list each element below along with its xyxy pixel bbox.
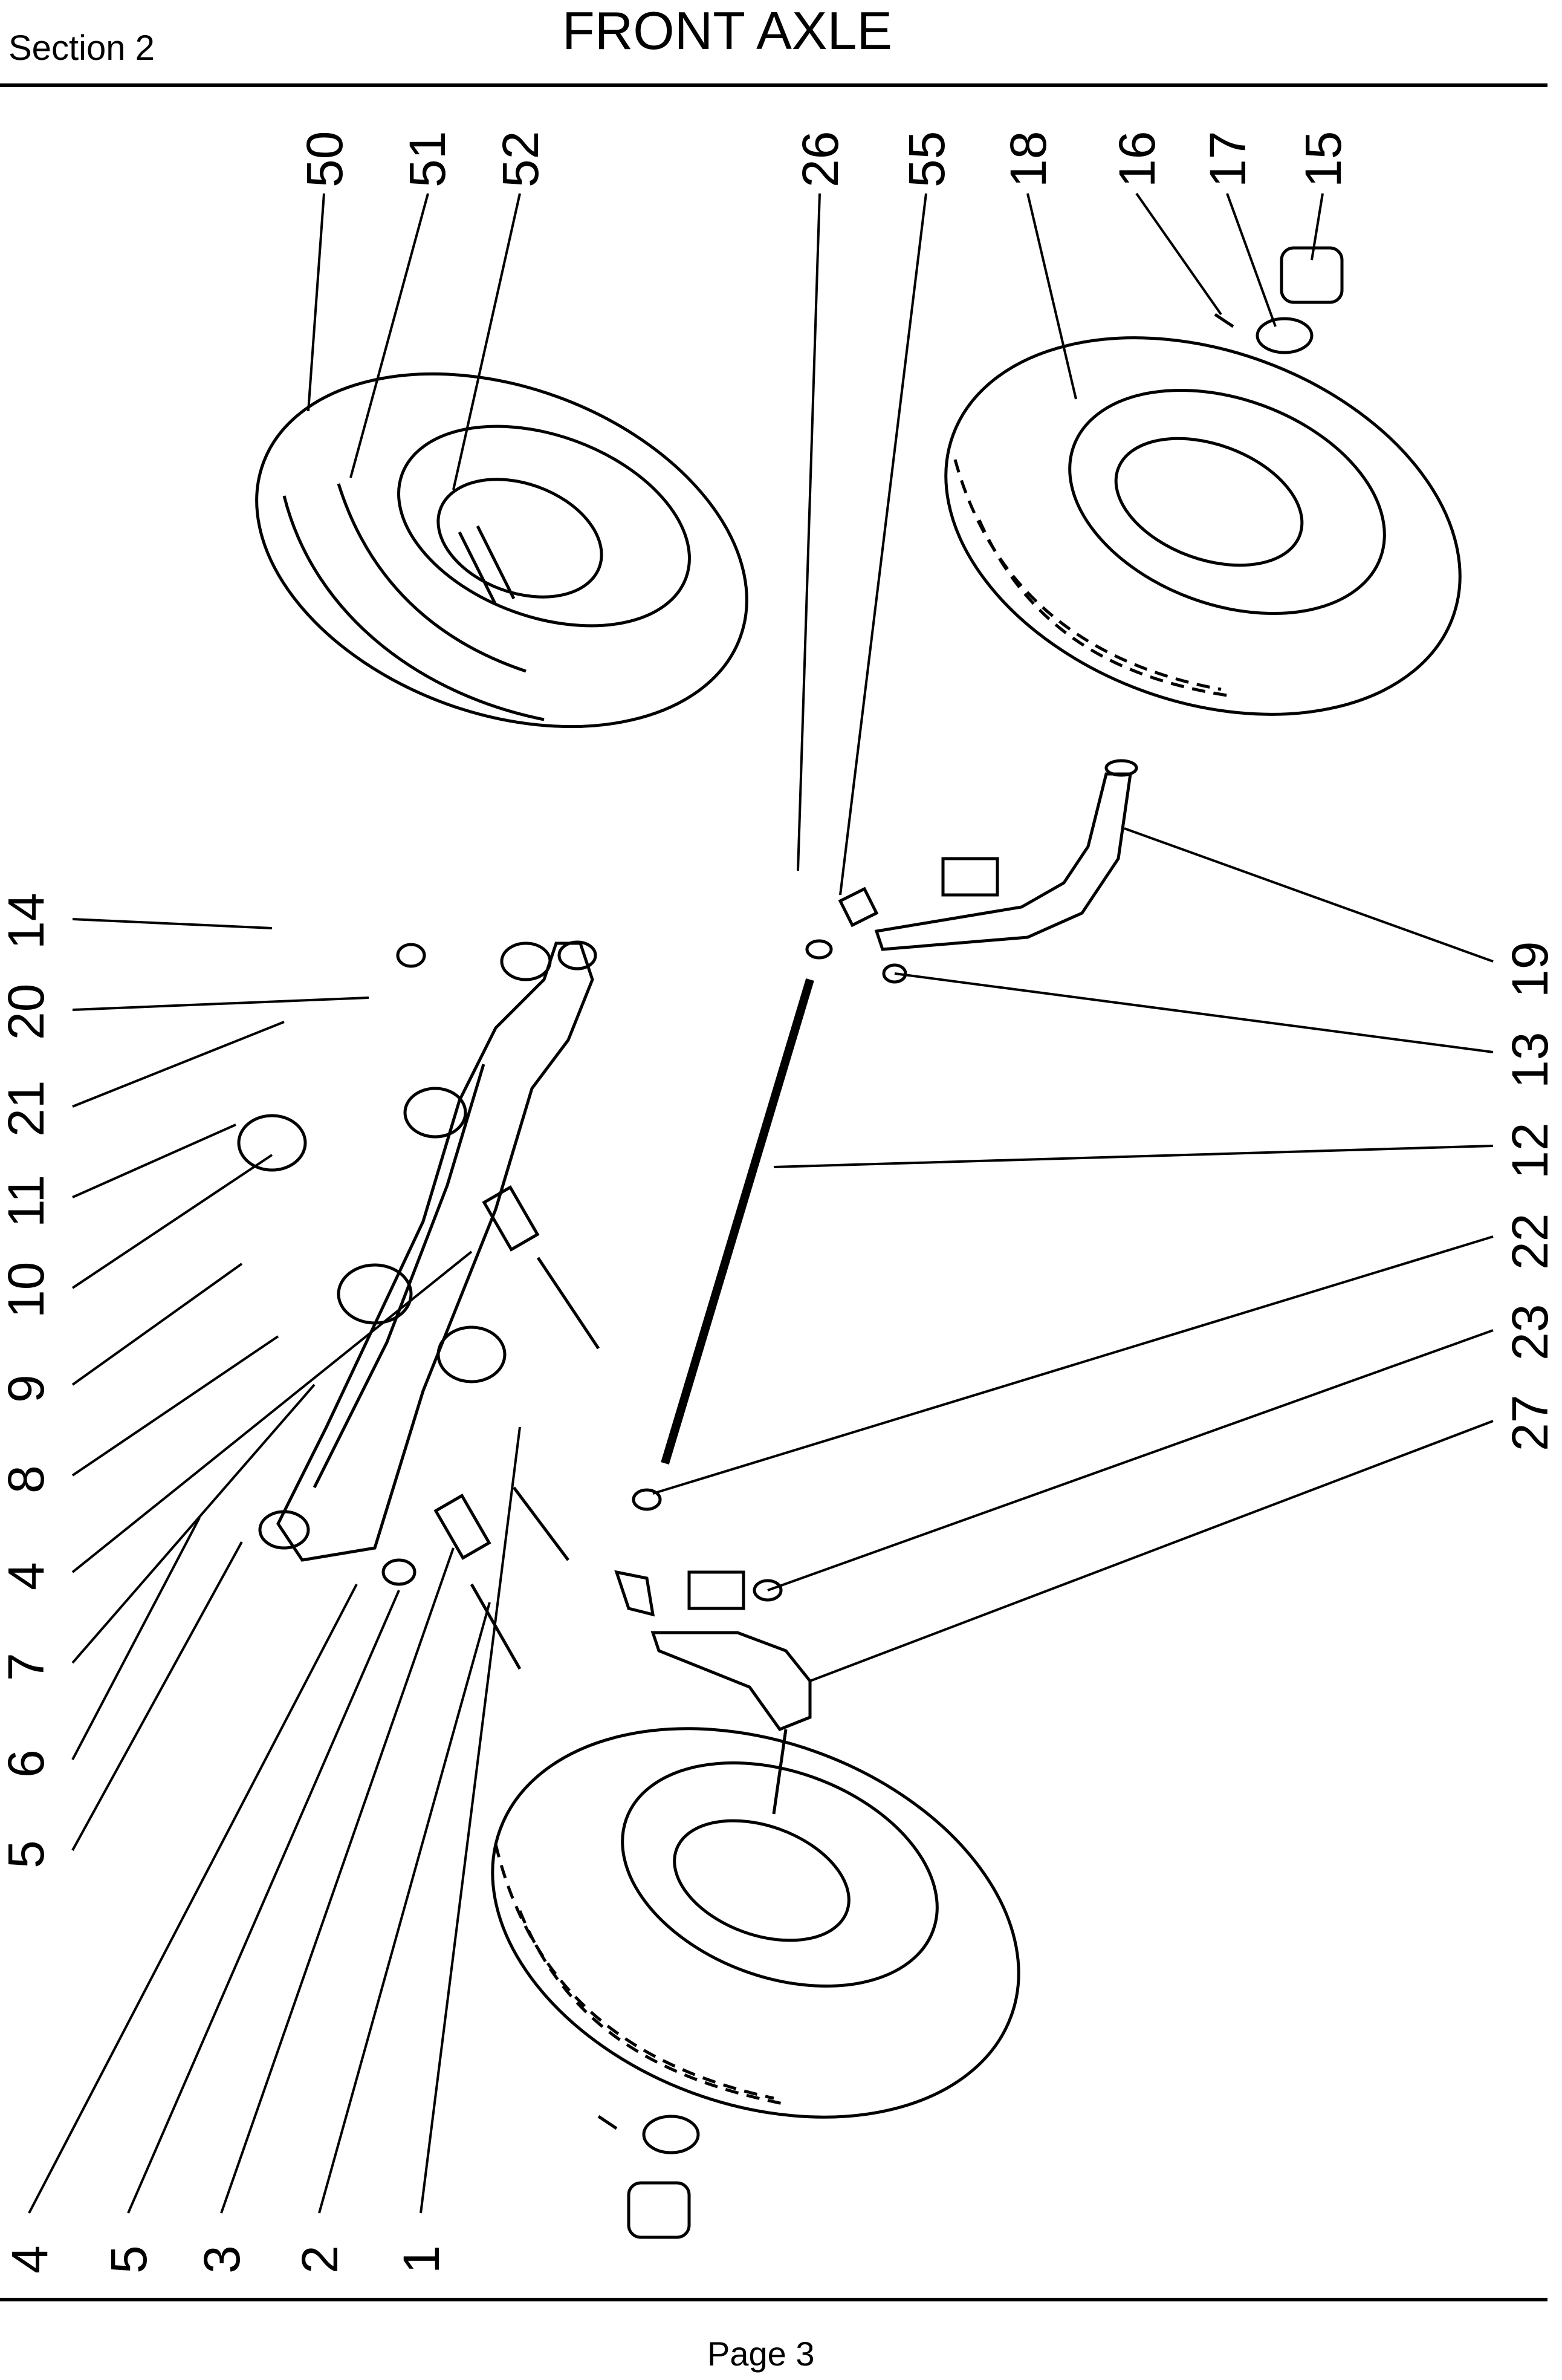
callout-label: 9 [0, 1374, 54, 1403]
callouts-bottom: 4 5 3 2 1 [1, 2245, 450, 2274]
callout-label: 3 [193, 2245, 250, 2274]
page-title: FRONT AXLE [562, 1, 893, 60]
callout-label: 15 [1295, 131, 1352, 187]
callout-label: 8 [0, 1465, 54, 1494]
callout-label: 11 [0, 1175, 54, 1227]
callout-label: 22 [1502, 1214, 1558, 1270]
callout-label: 50 [296, 131, 353, 187]
spindle-left-illustration [650, 1570, 812, 1815]
callout-label: 26 [792, 131, 849, 187]
callout-label: 1 [393, 2245, 450, 2274]
callout-label: 12 [1502, 1123, 1558, 1179]
callout-label: 16 [1109, 131, 1165, 187]
callout-label: 18 [1000, 131, 1057, 187]
callout-label: 5 [0, 1840, 54, 1868]
tire-right-illustration [944, 336, 1462, 716]
callout-label: 4 [0, 1562, 54, 1590]
callout-label: 2 [291, 2245, 348, 2274]
leader-lines [28, 192, 1494, 2214]
callout-label: 17 [1199, 131, 1256, 187]
callout-label: 51 [399, 131, 456, 187]
tire-bottom-illustration [491, 1727, 1020, 2119]
callout-label: 21 [0, 1081, 54, 1137]
cutaway-tire-illustration [255, 372, 748, 729]
section-label: Section 2 [8, 28, 155, 68]
callout-label: 19 [1502, 941, 1558, 998]
spindle-right-illustration [874, 759, 1138, 951]
axle-beam-illustration [258, 941, 594, 1562]
callout-label: 4 [1, 2245, 58, 2274]
callout-label: 6 [0, 1749, 54, 1778]
callout-label: 10 [0, 1262, 54, 1318]
callout-label: 27 [1502, 1395, 1558, 1451]
callouts-left: 14 20 21 11 10 9 8 4 7 6 5 [0, 893, 54, 1868]
front-axle-exploded-diagram: 50 51 52 26 55 18 16 17 15 14 20 21 11 1… [0, 131, 1558, 2274]
callout-label: 5 [100, 2245, 157, 2274]
callout-label: 55 [898, 131, 955, 187]
page-number: Page 3 [707, 2335, 815, 2373]
callout-label: 20 [0, 984, 54, 1040]
callout-label: 7 [0, 1653, 54, 1681]
footer-rule [0, 2298, 1547, 2301]
callout-label: 52 [492, 131, 549, 187]
callout-label: 14 [0, 893, 54, 949]
callouts-top: 50 51 52 26 55 18 16 17 15 [296, 131, 1352, 187]
header-rule [0, 83, 1547, 87]
callout-label: 23 [1502, 1304, 1558, 1361]
callouts-right: 19 13 12 22 23 27 [1502, 941, 1558, 1451]
callout-label: 13 [1502, 1032, 1558, 1088]
tie-rod-illustration [661, 978, 814, 1465]
